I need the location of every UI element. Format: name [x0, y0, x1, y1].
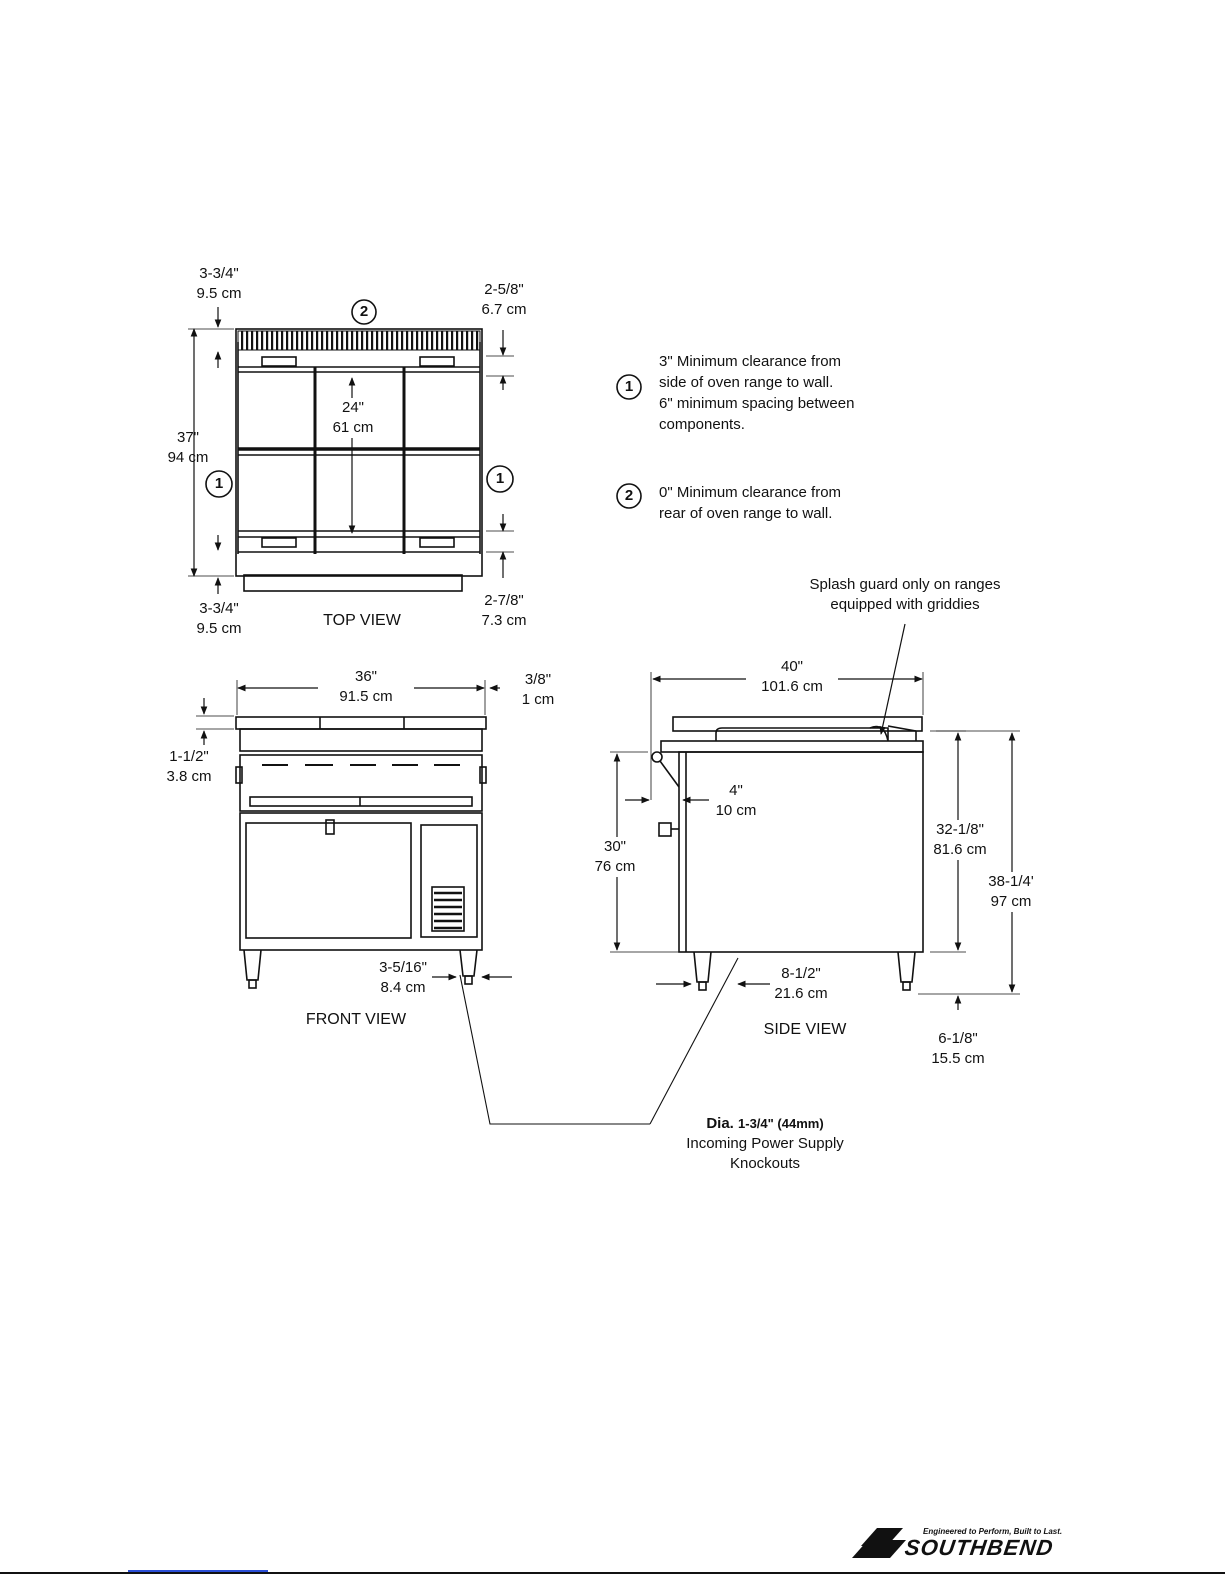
bottom-rule — [0, 1572, 1225, 1574]
side-back-dim: 4"10 cm — [715, 782, 757, 819]
top-view-drawing — [235, 328, 483, 592]
side-total-dim: 38-1/4'97 cm — [980, 872, 1042, 912]
knockouts-note: Dia. 1-3/4" (44mm) Incoming Power Supply… — [686, 1115, 844, 1172]
side-depth-dim: 40"101.6 cm — [746, 657, 838, 697]
marker-circles — [205, 299, 642, 509]
bottom-left-dim: 3-3/4"9.5 cm — [196, 600, 242, 637]
side-view-drawing — [651, 716, 924, 991]
bottom-link-underline[interactable] — [128, 1570, 268, 1572]
front-leg-dim: 3-5/16"8.4 cm — [379, 959, 427, 996]
top-view-title: TOP VIEW — [323, 612, 401, 629]
side-body-dim: 32-1/8"81.6 cm — [926, 820, 994, 860]
side-view-title: SIDE VIEW — [763, 1021, 847, 1038]
front-view-dimension-lines — [196, 680, 512, 981]
inner-dim: 24"61 cm — [322, 398, 384, 438]
note-marker: 2 — [624, 487, 634, 504]
logo-tagline: Engineered to Perform, Built to Last. — [923, 1527, 1063, 1536]
southbend-logo: Engineered to Perform, Built to Last. SO… — [903, 1527, 1115, 1561]
side-height-dim: 30"76 cm — [588, 837, 642, 877]
marker-number: 2 — [359, 303, 369, 320]
depth-dim: 37"94 cm — [167, 429, 209, 466]
southbend-logo-mark — [852, 1528, 906, 1558]
top-view-dimension-lines — [188, 307, 514, 594]
logo-brand: SOUTHBEND — [903, 1535, 1056, 1560]
side-leg-dim: 8-1/2"21.6 cm — [774, 965, 828, 1002]
front-top-dim: 1-1/2"3.8 cm — [166, 748, 212, 785]
front-view-drawing — [235, 716, 487, 989]
marker-number: 1 — [495, 470, 505, 487]
bottom-right-dim: 2-7/8"7.3 cm — [481, 592, 527, 629]
front-side-dim: 3/8"1 cm — [521, 671, 555, 708]
top-right-dim: 2-5/8"6.7 cm — [481, 281, 527, 318]
top-left-dim: 3-3/4"9.5 cm — [196, 265, 242, 302]
note-marker: 1 — [624, 378, 634, 395]
marker-number: 1 — [214, 475, 224, 492]
knockouts-dia-value: 1-3/4" (44mm) — [738, 1116, 824, 1131]
knockouts-dia-label: Dia. — [706, 1115, 734, 1132]
side-foot-dim: 6-1/8"15.5 cm — [931, 1030, 985, 1067]
knockout-leaders — [459, 957, 739, 1125]
front-width-dim: 36"91.5 cm — [318, 667, 414, 707]
front-view-title: FRONT VIEW — [305, 1011, 407, 1028]
